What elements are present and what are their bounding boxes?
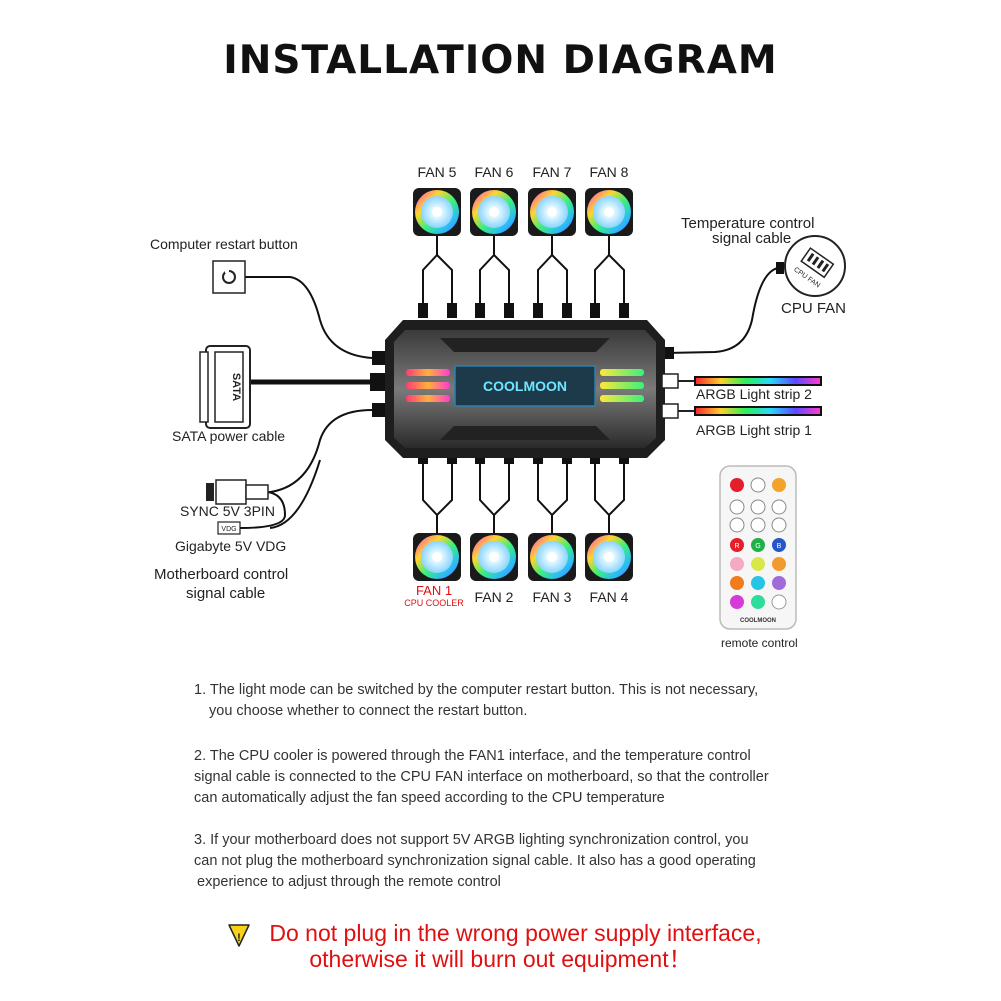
fan-6-label: FAN 6 bbox=[474, 164, 514, 180]
remote-g-button bbox=[751, 538, 765, 552]
svg-text:!: ! bbox=[237, 932, 241, 944]
note-3: 3. If your motherboard does not support … bbox=[194, 830, 756, 893]
remote-g-label: G bbox=[755, 543, 760, 550]
fan-8-icon bbox=[585, 188, 633, 236]
hub-brand: COOLMOON bbox=[483, 378, 567, 394]
fan-1-icon bbox=[413, 533, 461, 581]
remote-r-button bbox=[730, 538, 744, 552]
remote-r-label: R bbox=[734, 543, 739, 550]
restart-button-label: Computer restart button bbox=[150, 236, 298, 252]
argb-strip-1 bbox=[661, 403, 822, 419]
remote-b-label: B bbox=[777, 543, 782, 550]
remote-b-button bbox=[772, 538, 786, 552]
vdg-tag: VDG bbox=[221, 526, 236, 533]
remote-color-button bbox=[772, 557, 786, 571]
remote-color-button bbox=[751, 595, 765, 609]
sata-connector-label: SATA bbox=[230, 373, 242, 401]
remote-color-button bbox=[771, 594, 787, 610]
cpu-fan-label: CPU FAN bbox=[781, 300, 847, 317]
note-2-line3: can automatically adjust the fan speed a… bbox=[194, 790, 665, 806]
remote-control-icon: R G B COOLMOON bbox=[719, 465, 797, 630]
note-2-line2: signal cable is connected to the CPU FAN… bbox=[194, 769, 769, 785]
motherboard-label-line1: Motherboard control bbox=[154, 566, 289, 583]
sync-3pin-icon bbox=[206, 479, 269, 505]
warning-line1: Do not plug in the wrong power supply in… bbox=[269, 920, 762, 946]
temp-label-line2: signal cable bbox=[712, 230, 792, 247]
bottom-fan-wires bbox=[422, 458, 625, 535]
sync-label: SYNC 5V 3PIN bbox=[180, 503, 275, 519]
cpu-fan-plug bbox=[776, 262, 784, 274]
remote-control-label: remote control bbox=[721, 636, 798, 650]
fan-2-icon bbox=[470, 533, 518, 581]
sata-label: SATA power cable bbox=[172, 428, 286, 444]
fan-1-label: FAN 1 bbox=[415, 583, 453, 598]
right-wires bbox=[664, 267, 779, 354]
note-3-line3: experience to adjust through the remote … bbox=[197, 874, 501, 890]
fan-5-icon bbox=[413, 188, 461, 236]
gigabyte-label: Gigabyte 5V VDG bbox=[175, 538, 287, 554]
remote-color-button bbox=[730, 557, 744, 571]
warning-icon: ! bbox=[228, 924, 250, 947]
argb-strip-1-label: ARGB Light strip 1 bbox=[696, 422, 812, 438]
fan-6-icon bbox=[470, 188, 518, 236]
sata-connector-icon: SATA bbox=[199, 345, 251, 429]
remote-brand: COOLMOON bbox=[740, 618, 776, 624]
vdg-connector-icon: VDG bbox=[217, 521, 241, 535]
fan-1-sublabel: CPU COOLER bbox=[404, 598, 464, 608]
remote-color-button bbox=[751, 576, 765, 590]
cpu-fan-icon: CPU FAN bbox=[784, 235, 846, 297]
page-title: INSTALLATION DIAGRAM bbox=[223, 38, 778, 83]
argb-strip-2-label: ARGB Light strip 2 bbox=[696, 386, 812, 402]
note-3-line2: can not plug the motherboard synchroniza… bbox=[194, 853, 756, 869]
fan-7-icon bbox=[528, 188, 576, 236]
remote-color-button bbox=[772, 576, 786, 590]
hub-brand-panel bbox=[454, 365, 596, 407]
note-2-line1: 2. The CPU cooler is powered through the… bbox=[194, 748, 751, 764]
fan-4-icon bbox=[585, 533, 633, 581]
left-hub-plugs bbox=[370, 351, 388, 417]
fan-7-label: FAN 7 bbox=[532, 164, 572, 180]
temp-label-line1: Temperature control bbox=[681, 215, 815, 232]
controller-hub: COOLMOON bbox=[385, 320, 665, 458]
argb-strip-2 bbox=[661, 373, 822, 389]
remote-color-button bbox=[730, 595, 744, 609]
remote-color-button bbox=[730, 576, 744, 590]
fan-8-label: FAN 8 bbox=[589, 164, 629, 180]
fan-5-label: FAN 5 bbox=[417, 164, 457, 180]
fan-3-label: FAN 3 bbox=[532, 589, 572, 605]
motherboard-label-line2: signal cable bbox=[186, 585, 266, 602]
restart-button-icon bbox=[212, 260, 246, 294]
note-2: 2. The CPU cooler is powered through the… bbox=[194, 746, 769, 809]
note-1-line2: you choose whether to connect the restar… bbox=[209, 703, 528, 719]
fan-2-label: FAN 2 bbox=[474, 589, 514, 605]
warning-line2: otherwise it will burn out equipment！ bbox=[309, 946, 692, 972]
left-wires bbox=[239, 276, 373, 529]
fan-3-icon bbox=[528, 533, 576, 581]
remote-color-button bbox=[751, 557, 765, 571]
top-fan-wires bbox=[422, 232, 625, 312]
warning-message: Do not plug in the wrong power supply in… bbox=[0, 920, 1001, 972]
note-3-line1: 3. If your motherboard does not support … bbox=[194, 832, 749, 848]
note-1-line1: 1. The light mode can be switched by the… bbox=[194, 682, 759, 698]
top-fan-plugs bbox=[418, 303, 629, 318]
fan-4-label: FAN 4 bbox=[589, 589, 629, 605]
note-1: 1. The light mode can be switched by the… bbox=[194, 680, 758, 722]
